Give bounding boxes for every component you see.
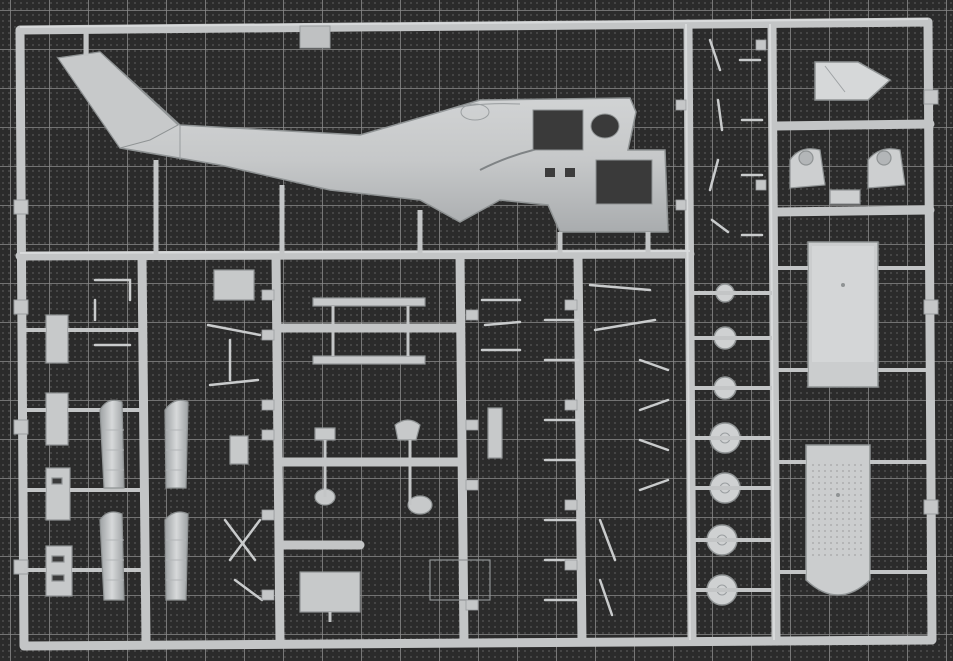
center-parts <box>213 269 503 613</box>
exhaust-pipes <box>99 399 189 601</box>
floor-plate-upper <box>807 241 879 388</box>
thin-strut-parts <box>93 38 764 617</box>
sprue-frame <box>15 17 937 651</box>
engine-intakes <box>789 148 906 205</box>
canopy-part <box>814 61 892 101</box>
left-column-parts <box>45 314 73 597</box>
fuselage-half <box>56 51 669 233</box>
frame-tabs <box>13 25 939 575</box>
floor-plate-lower <box>805 444 871 596</box>
